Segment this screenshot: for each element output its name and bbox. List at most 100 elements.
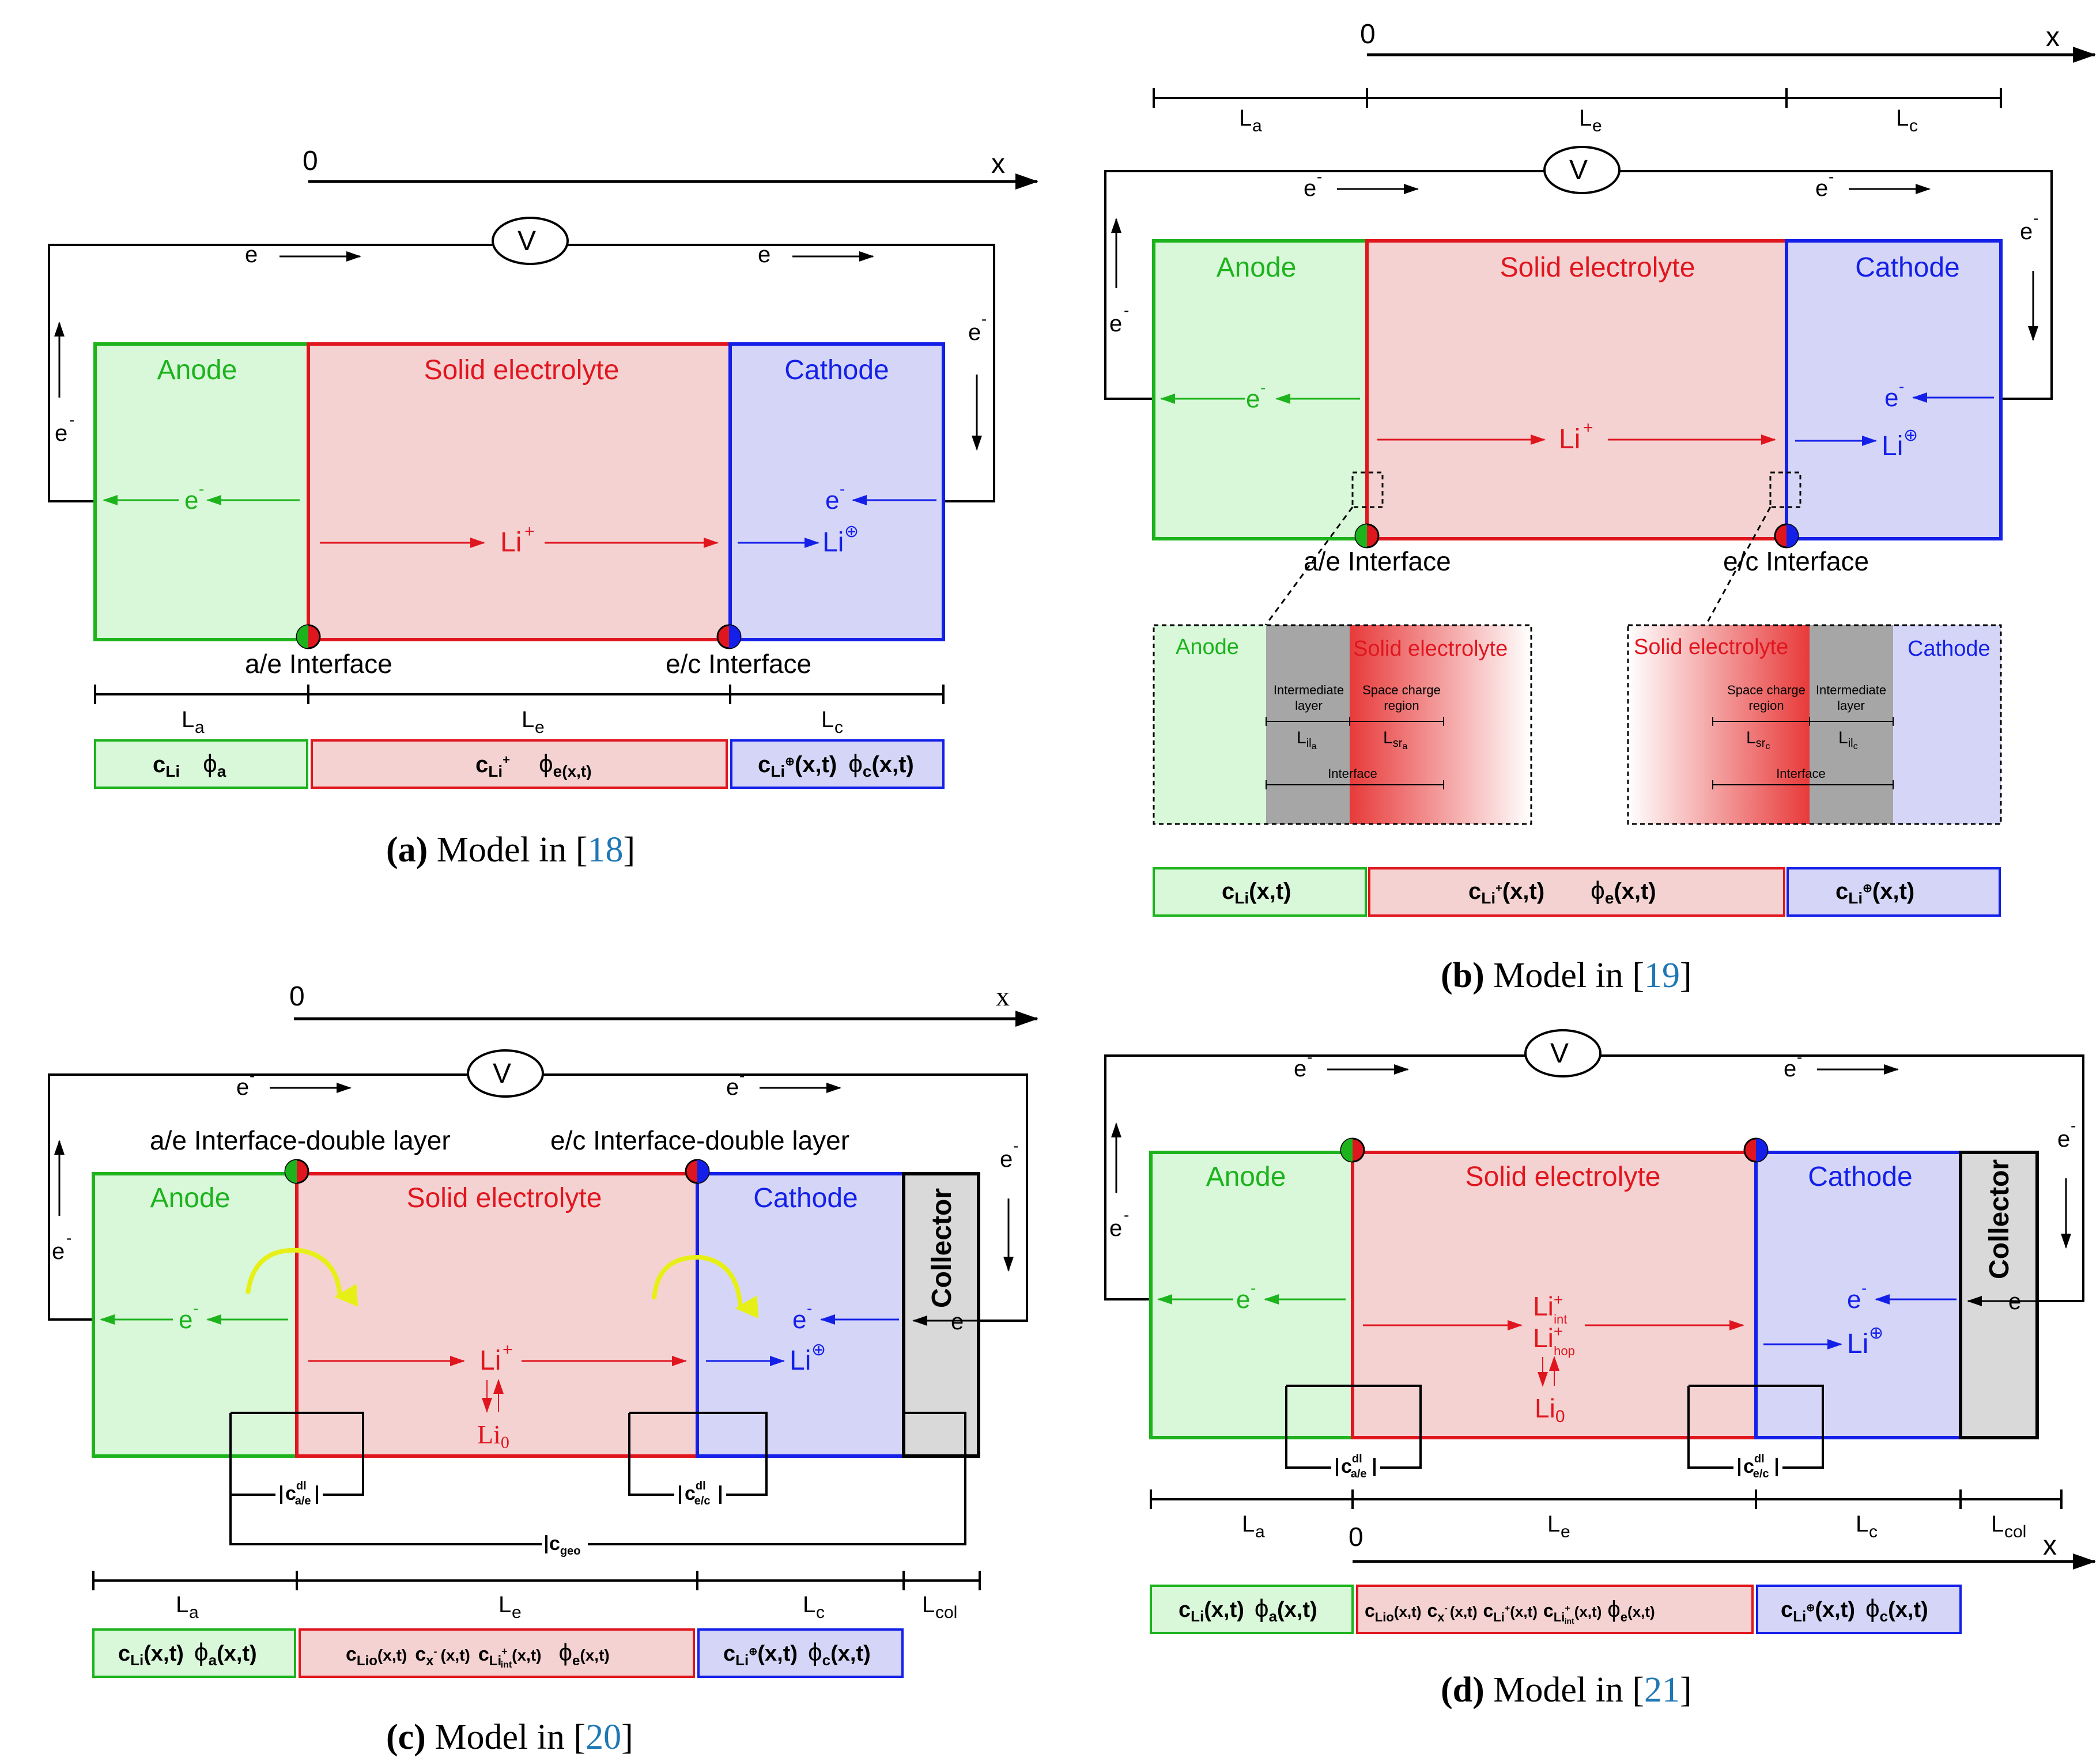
svg-text:Anode: Anode [1176, 635, 1239, 659]
svg-text:L: L [1239, 105, 1252, 131]
svg-text:Li+hop: Li+hop [1533, 1322, 1575, 1358]
yellow-flux-arrow [245, 1247, 358, 1307]
external-circuit [48, 244, 493, 502]
svg-text:a/e Interface-double layer: a/e Interface-double layer [150, 1125, 451, 1155]
panel-b: 0 x L a L e L c V e - e - e - e - Anode … [1104, 19, 2096, 995]
voltmeter-label: V [518, 226, 536, 256]
svg-text:col: col [2004, 1522, 2026, 1541]
svg-text:0: 0 [1360, 19, 1376, 50]
svg-text:V: V [493, 1058, 511, 1089]
svg-text:Li: Li [1559, 424, 1580, 455]
svg-text:L: L [1896, 105, 1909, 131]
svg-text:Collector: Collector [1984, 1159, 2015, 1279]
svg-text:Li+int: Li+int [1533, 1291, 1567, 1326]
ec-interface-label: e/c Interface [666, 649, 811, 679]
anode-label: Anode [157, 355, 237, 385]
svg-text:⊕: ⊕ [1903, 426, 1918, 445]
collector-region [1959, 1151, 2039, 1439]
svg-text:cLi⊕(x,t): cLi⊕(x,t) [1835, 879, 1914, 907]
voltmeter-icon [467, 1049, 544, 1098]
svg-text:a: a [189, 1603, 199, 1622]
svg-text:-: - [1317, 168, 1322, 186]
svg-text:Anode: Anode [150, 1183, 231, 1213]
svg-text:layer: layer [1295, 698, 1323, 713]
svg-text:L: L [1991, 1511, 2004, 1537]
svg-text:-: - [1124, 301, 1129, 319]
svg-text:col: col [935, 1603, 957, 1622]
svg-text:Cathode: Cathode [1808, 1162, 1912, 1192]
caption-c: (c) Model in [20] [386, 1718, 633, 1757]
inset-ec-interface: Solid electrolyte Cathode Space charge r… [1627, 624, 2002, 825]
yellow-flux-arrow [652, 1254, 759, 1319]
x-axis-label: x [991, 149, 1005, 179]
svg-text:e: e [1847, 1286, 1861, 1314]
electrolyte-region [307, 342, 732, 641]
svg-text:cLi⊕(x,t)ϕc(x,t): cLi⊕(x,t)ϕc(x,t) [723, 1638, 871, 1669]
svg-text:cLio(x,t)cx-(x,t)cLi+(x,t)cLi+: cLio(x,t)cx-(x,t)cLi+(x,t)cLi+int(x,t)ϕe… [1365, 1597, 1655, 1625]
svg-text:c: c [834, 718, 843, 737]
inset-ae-interface: Anode Solid electrolyte Intermediate lay… [1153, 624, 1532, 825]
svg-text:Solid electrolyte: Solid electrolyte [407, 1183, 602, 1213]
svg-text:L: L [182, 707, 194, 732]
cathode-region [728, 342, 945, 641]
svg-text:L: L [498, 1592, 511, 1617]
cathode-region [696, 1172, 905, 1458]
svg-text:-: - [66, 1229, 71, 1247]
svg-text:x: x [2046, 22, 2060, 52]
svg-text:Li: Li [1882, 431, 1903, 462]
svg-text:e: e [1592, 116, 1602, 135]
electrolyte-region [295, 1172, 699, 1458]
svg-text:Cathode: Cathode [1908, 637, 1991, 661]
svg-text:Li: Li [479, 1345, 501, 1376]
electron-label: e [968, 320, 981, 345]
svg-text:Space charge: Space charge [1727, 683, 1806, 697]
svg-text:cLi(x,t): cLi(x,t) [1222, 879, 1291, 907]
svg-text:Lsra: Lsra [1383, 728, 1407, 751]
svg-text:e: e [726, 1075, 739, 1100]
svg-text:e: e [1815, 176, 1828, 201]
caption-b: (b) Model in [19] [1441, 956, 1692, 995]
svg-text:L: L [1856, 1511, 1868, 1537]
svg-text:L: L [1547, 1511, 1560, 1537]
svg-text:a: a [1252, 116, 1262, 135]
svg-text:L: L [176, 1592, 188, 1617]
svg-text:c: c [1869, 1522, 1878, 1541]
anode-variables-box [94, 739, 308, 789]
svg-text:Cathode: Cathode [753, 1183, 858, 1213]
svg-text:V: V [1569, 155, 1588, 186]
cathode-variables-box [730, 739, 945, 789]
svg-text:-: - [250, 1067, 255, 1084]
svg-text:Li: Li [822, 527, 844, 558]
svg-text:-: - [1829, 168, 1834, 186]
capacitor-geo [229, 1495, 542, 1545]
cathode-variables-box [1786, 867, 2001, 917]
svg-text:⊕: ⊕ [811, 1340, 826, 1359]
svg-text:+: + [503, 1340, 513, 1359]
electrolyte-variables-box [1356, 1585, 1754, 1634]
svg-text:-: - [1260, 379, 1266, 396]
electrolyte-label: Solid electrolyte [424, 355, 620, 385]
svg-text:e: e [535, 718, 545, 737]
svg-text:e: e [179, 1306, 192, 1334]
svg-text:Interface: Interface [1328, 766, 1377, 781]
svg-text:-: - [771, 235, 776, 252]
svg-text:x: x [2043, 1530, 2057, 1561]
svg-text:x: x [996, 981, 1010, 1012]
svg-text:cgeo: cgeo [549, 1533, 580, 1557]
cathode-variables-box [697, 1628, 904, 1678]
anode-variables-box [1150, 1585, 1354, 1634]
capacitor-ec [628, 1413, 674, 1496]
svg-text:+: + [524, 522, 535, 541]
svg-text:e: e [2057, 1126, 2070, 1152]
svg-text:e: e [2020, 219, 2033, 244]
x-axis-origin: 0 [303, 146, 318, 176]
svg-text:Anode: Anode [1217, 252, 1297, 283]
svg-text:Lilc: Lilc [1838, 728, 1858, 751]
capacitor-ec [1687, 1386, 1733, 1469]
svg-text:e: e [1109, 1216, 1122, 1241]
svg-text:e: e [236, 1075, 249, 1100]
svg-text:cLi⊕(x,t)ϕc(x,t): cLi⊕(x,t)ϕc(x,t) [1781, 1594, 1928, 1625]
